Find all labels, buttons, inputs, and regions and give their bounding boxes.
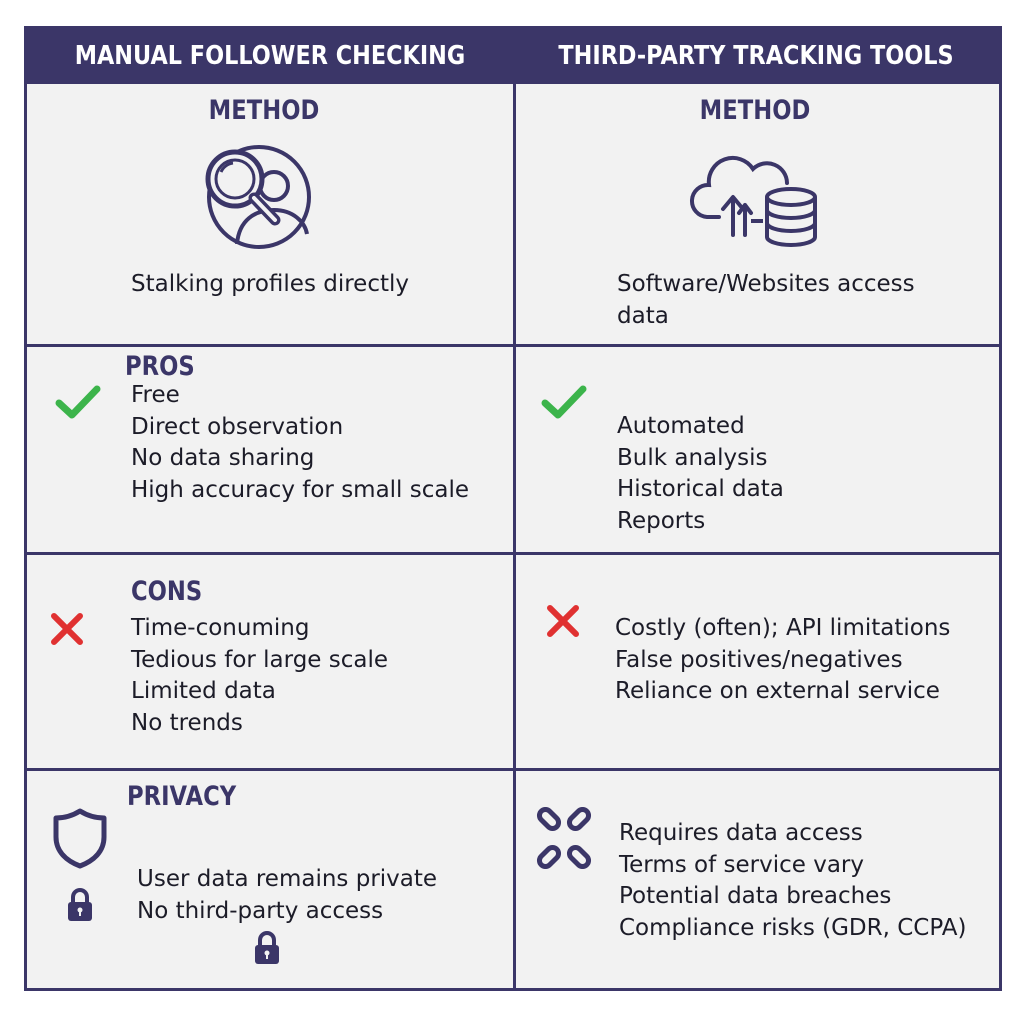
list-item: High accuracy for small scale [131, 476, 470, 503]
pros-list-right: Automated Bulk analysis Historical data … [617, 411, 784, 537]
cross-icon [51, 613, 83, 645]
list-item: Direct observation [131, 413, 344, 440]
padlock-icon [255, 931, 279, 964]
padlock-icon [68, 888, 92, 921]
list-item: Terms of service vary [619, 851, 864, 878]
header-manual-checking: MANUAL FOLLOWER CHECKING [74, 41, 466, 71]
list-item: No trends [131, 709, 243, 736]
list-item: Potential data breaches [619, 883, 892, 909]
list-item: Reliance on external service [615, 678, 940, 704]
method-label-left: METHOD [208, 95, 320, 126]
list-item: No third-party access [137, 897, 384, 924]
pros-list-left: Free Direct observation No data sharing … [131, 380, 469, 506]
list-item: Requires data access [619, 820, 863, 846]
method-text-right: Software/Websites access data [617, 269, 915, 332]
cons-list-right: Costly (often); API limitations False po… [615, 613, 950, 708]
list-item: Time-conuming [131, 615, 310, 641]
checkmark-icon [55, 385, 101, 419]
method-label-right: METHOD [699, 95, 811, 126]
checkmark-icon [541, 385, 587, 419]
list-item: False positives/negatives [615, 646, 903, 673]
cross-icon [547, 605, 579, 637]
list-item: Free [131, 382, 180, 408]
table-header: MANUAL FOLLOWER CHECKING THIRD-PARTY TRA… [27, 29, 999, 84]
list-item: User data remains private [137, 866, 438, 892]
cons-label: CONS [131, 576, 203, 607]
list-item: Bulk analysis [617, 444, 768, 471]
list-item: Limited data [131, 678, 276, 704]
list-item: No data sharing [131, 445, 315, 471]
column-divider [513, 84, 516, 991]
magnifier-user-icon [205, 145, 311, 249]
list-item: Tedious for large scale [131, 646, 389, 673]
cons-list-left: Time-conuming Tedious for large scale Li… [131, 613, 388, 739]
list-item: Automated [617, 413, 745, 439]
row-divider-cons [27, 768, 999, 771]
privacy-label: PRIVACY [127, 781, 237, 812]
cloud-upload-database-icon [690, 155, 817, 247]
list-item: Compliance risks (GDR, CCPA) [619, 914, 967, 941]
list-item: Historical data [617, 476, 784, 502]
pros-label: PROS [125, 351, 195, 382]
method-text-right-line2: data [617, 302, 669, 329]
method-text-right-line1: Software/Websites access [617, 271, 915, 297]
header-third-party-tools: THIRD-PARTY TRACKING TOOLS [558, 41, 954, 71]
list-item: Reports [617, 507, 706, 534]
shield-icon [53, 808, 107, 869]
privacy-list-left: User data remains private No third-party… [137, 864, 437, 927]
privacy-list-right: Requires data access Terms of service va… [619, 818, 966, 944]
method-text-left: Stalking profiles directly [131, 271, 409, 297]
row-divider-pros [27, 552, 999, 555]
comparison-table: MANUAL FOLLOWER CHECKING THIRD-PARTY TRA… [24, 26, 1002, 991]
list-item: Costly (often); API limitations [615, 615, 951, 641]
broken-chain-icon [536, 807, 592, 869]
row-divider-method [27, 344, 999, 347]
